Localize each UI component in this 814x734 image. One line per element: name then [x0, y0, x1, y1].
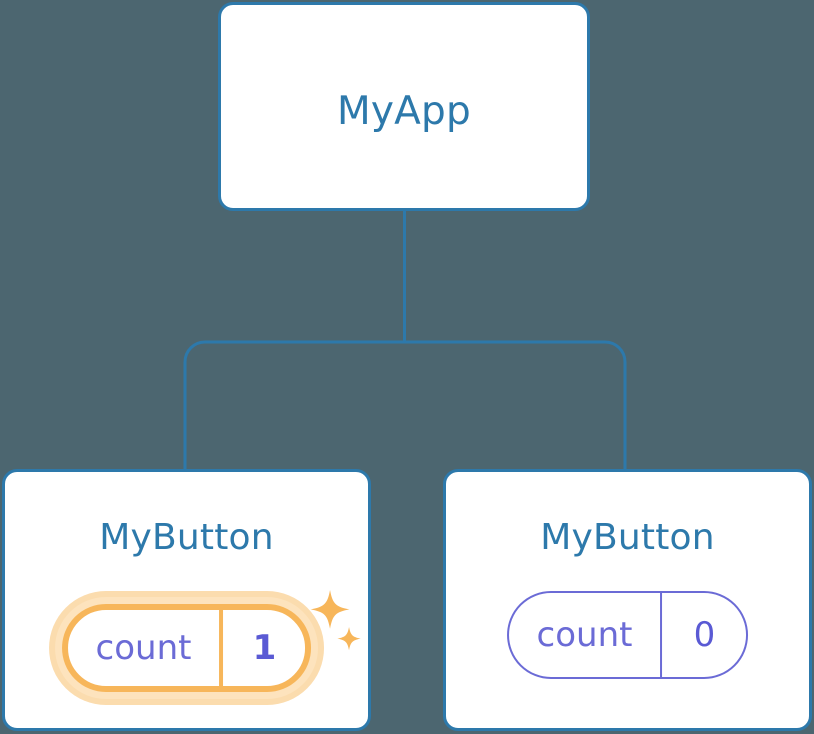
node-card-root[interactable]: MyApp — [218, 2, 590, 211]
connector-branch-right — [404, 340, 627, 471]
state-value-child-0: 1 — [219, 610, 305, 686]
sparkle-group-child-0 — [311, 590, 362, 651]
node-title-child-0: MyButton — [99, 517, 274, 558]
sparkle-large-icon — [311, 590, 350, 629]
connector-branch-left — [183, 340, 405, 471]
node-title-child-1: MyButton — [540, 517, 715, 558]
sparkle-small-icon — [337, 627, 362, 651]
node-card-child-1[interactable]: MyButton count 0 — [443, 469, 812, 731]
state-key-child-1: count — [536, 615, 633, 655]
state-pill-child-0[interactable]: count 1 — [48, 590, 362, 705]
state-pill-body-1[interactable]: count 0 — [506, 591, 749, 679]
node-card-child-0[interactable]: MyButton count 1 — [2, 469, 371, 731]
node-title-root: MyApp — [337, 89, 471, 134]
state-value-child-1: 0 — [660, 593, 746, 677]
state-key-child-0: count — [95, 628, 192, 668]
state-pill-child-1[interactable]: count 0 — [506, 591, 749, 679]
state-pill-body-0[interactable]: count 1 — [61, 604, 312, 692]
